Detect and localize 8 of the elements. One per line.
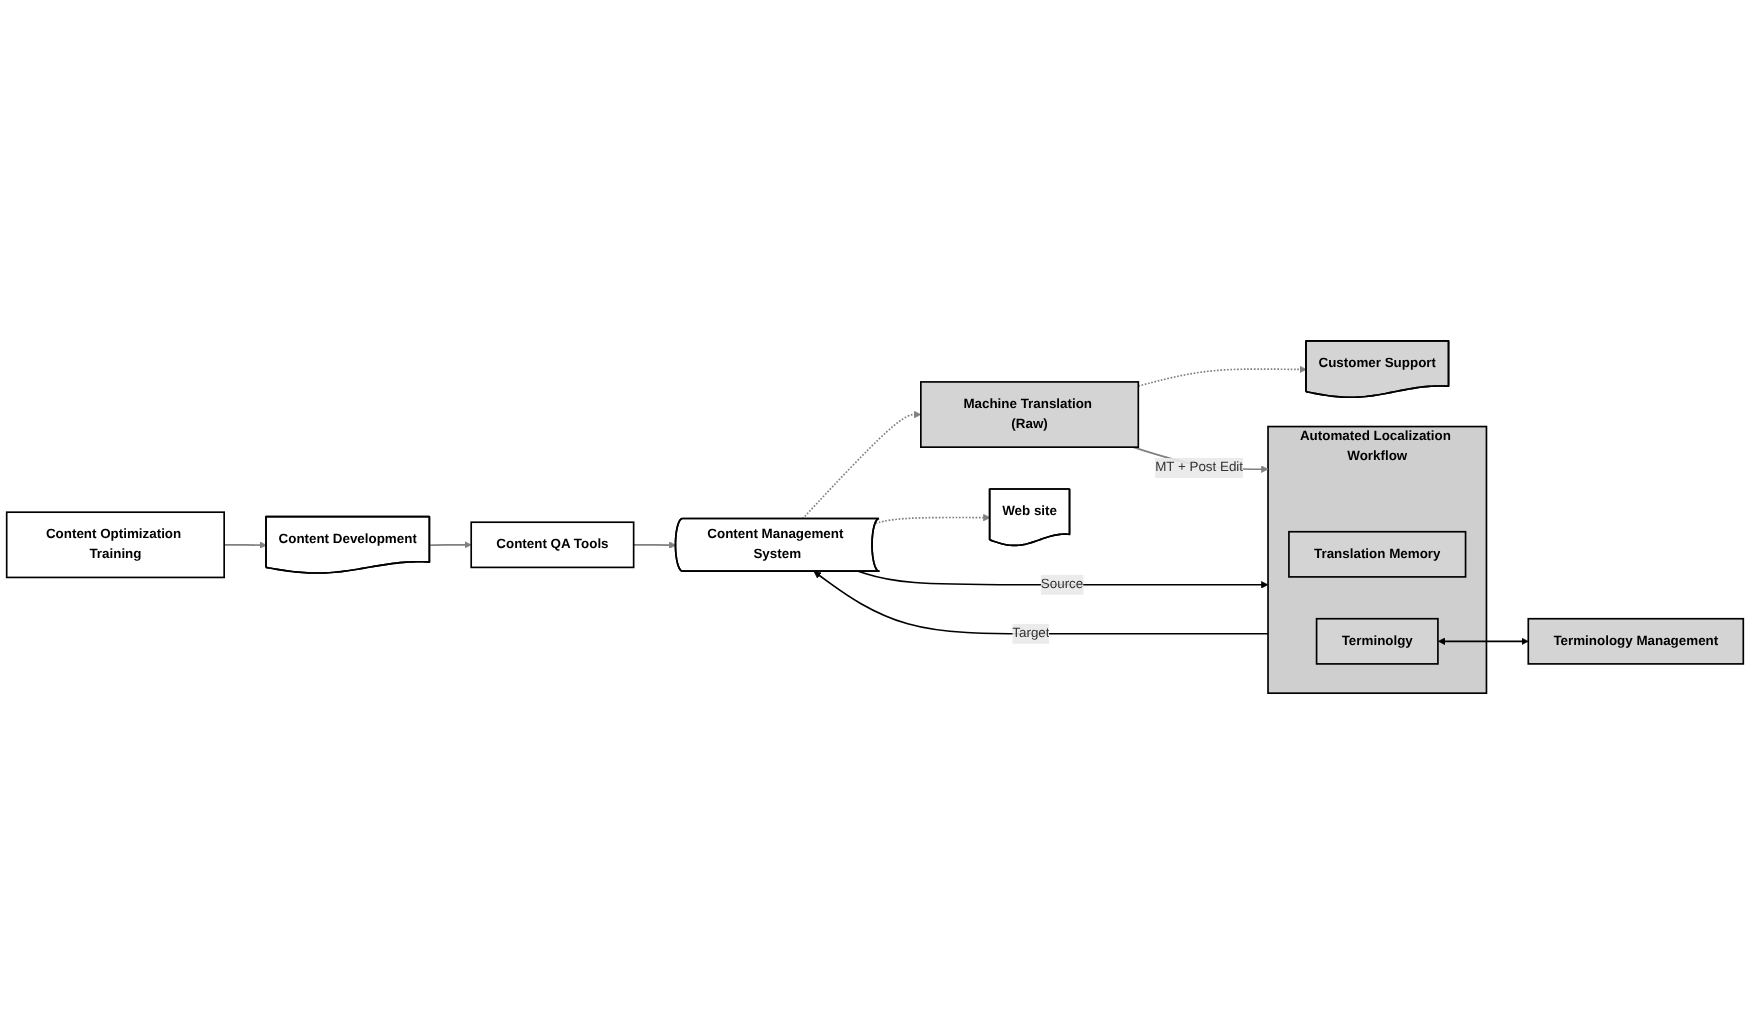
arrow [801, 410, 922, 520]
arrow [632, 541, 677, 549]
arrow [223, 541, 267, 549]
arrow [874, 513, 991, 524]
arrow [428, 541, 472, 549]
arrow [813, 571, 1269, 635]
arrow [1437, 637, 1529, 645]
arrow [1137, 365, 1307, 387]
